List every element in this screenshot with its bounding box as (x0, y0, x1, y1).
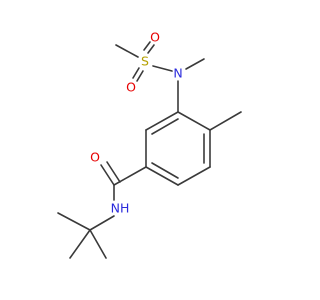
bond-ring-c2-c3 (145, 111, 179, 131)
bond-ring-carbonyl (113, 166, 147, 186)
atom-sulfur: S (141, 54, 149, 69)
bond-ring-methyl (209, 111, 242, 131)
bond-tbu-methyl-3 (89, 229, 107, 259)
atom-nitrogen-amide: NH (111, 201, 130, 216)
bond-tbu-methyl-1 (57, 212, 91, 231)
bond-ring-c3-c4 (177, 111, 211, 131)
atom-oxygen-sulfonyl-bottom: O (126, 80, 136, 95)
bond-ring-c5-c6 (177, 166, 211, 186)
atom-oxygen-sulfonyl-top: O (150, 30, 160, 45)
bond-carbonyl-o-a (100, 164, 115, 186)
bond-ring-c6-c1 (145, 166, 179, 186)
bonds (57, 41, 242, 259)
molecule-structure-diagram: S O O N O NH (57, 30, 242, 259)
bond-ms-methyl-s (115, 44, 139, 58)
bond-ring-c2-c3-inner (151, 118, 179, 135)
bond-ring-c6-c1-inner (151, 162, 179, 179)
atom-oxygen-carbonyl: O (90, 150, 100, 165)
bond-s-o-top-a (143, 41, 151, 51)
atom-nitrogen-sulfonamide: N (173, 66, 182, 81)
bond-n-methyl (185, 58, 205, 70)
bond-s-o-bottom-a (132, 67, 140, 79)
bond-s-o-bottom-b (136, 70, 144, 82)
bond-carbonyl-o-b (106, 161, 121, 183)
atom-labels: S O O N O NH (90, 30, 183, 216)
bond-s-o-top-b (147, 44, 155, 54)
bond-tbu-methyl-2 (69, 229, 91, 259)
bond-nh-tbu (89, 215, 115, 231)
bond-s-n (152, 65, 173, 72)
